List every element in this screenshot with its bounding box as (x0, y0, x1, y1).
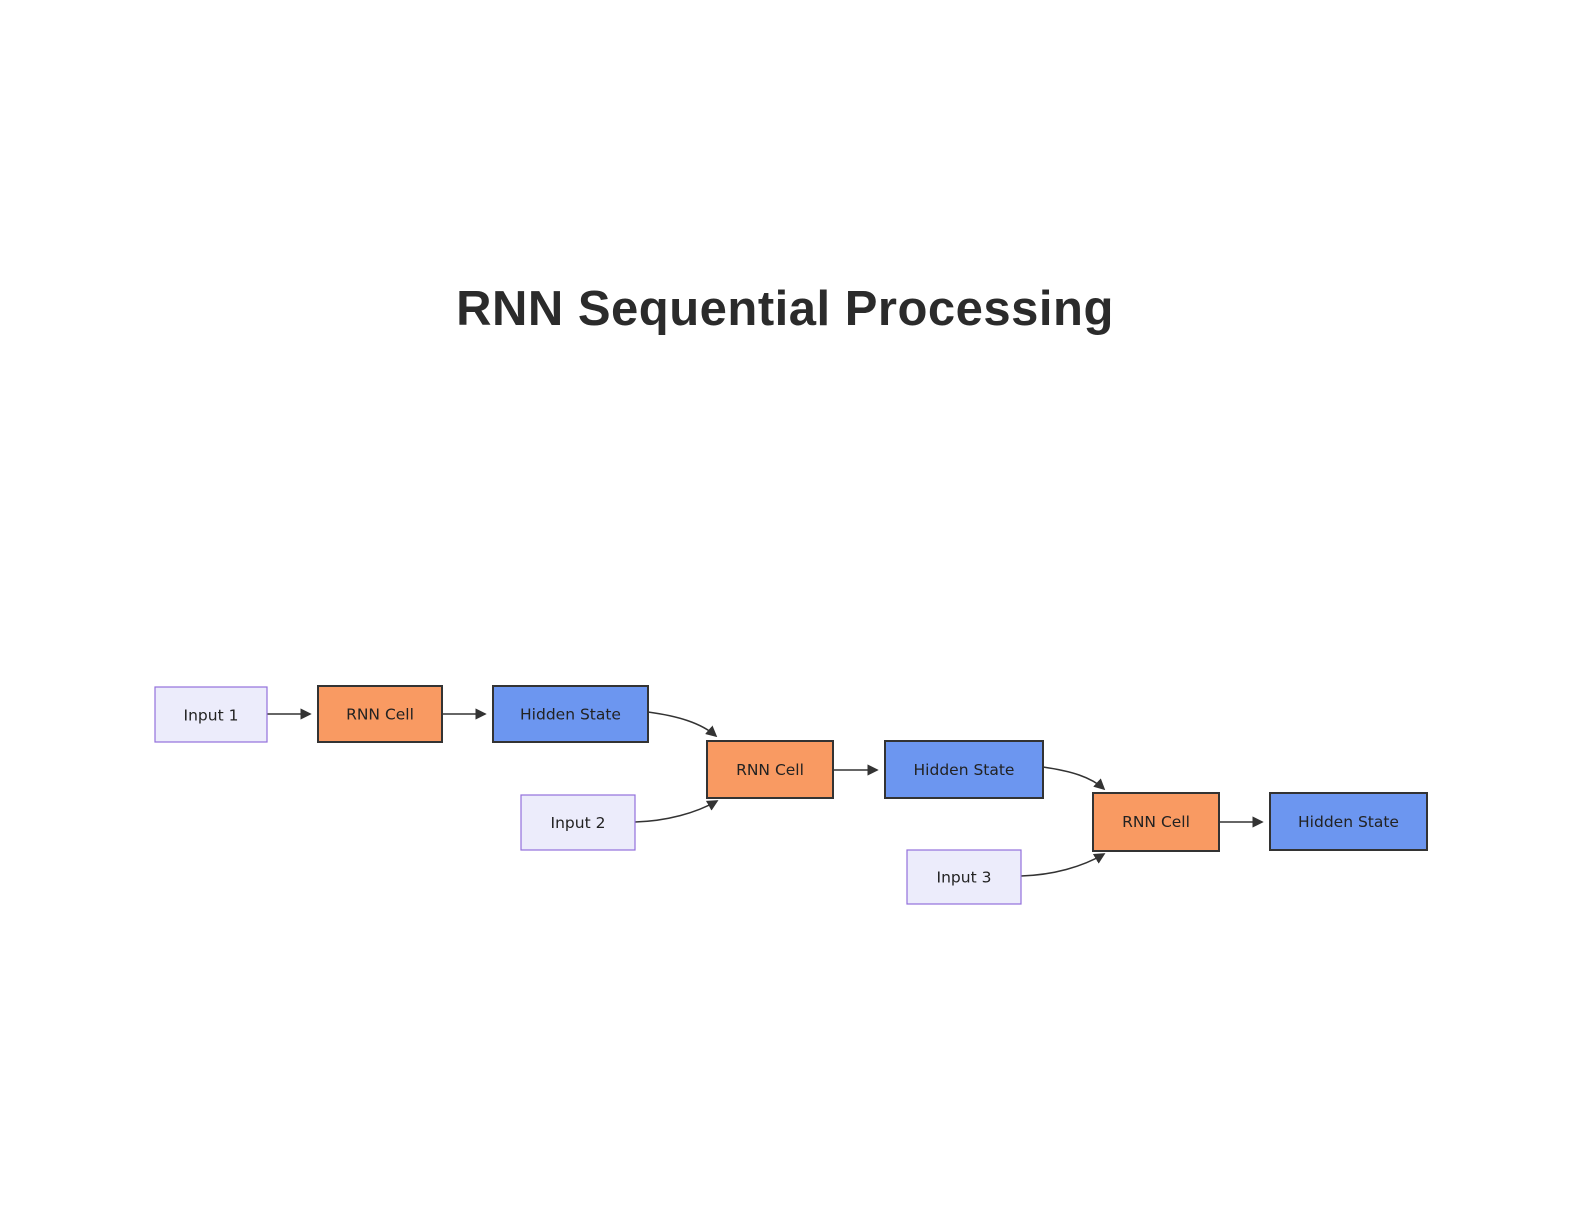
input-1-box (154, 686, 268, 743)
hidden-state-1-label: Hidden State (520, 706, 621, 724)
hidden-state-3-box (1269, 792, 1428, 851)
input-2-label: Input 2 (551, 814, 606, 832)
edge-input2-to-rnn2 (634, 800, 719, 823)
node-input-1: Input 1 (154, 686, 268, 743)
node-hidden-state-1: Hidden State (492, 685, 649, 743)
rnn-cell-1-label: RNN Cell (346, 706, 414, 724)
edge-input3-to-rnn3 (1020, 853, 1106, 877)
node-rnn-cell-1: RNN Cell (317, 685, 443, 743)
rnn-cell-3-label: RNN Cell (1122, 813, 1190, 831)
edge-hidden1-to-rnn2 (647, 711, 718, 738)
node-rnn-cell-2: RNN Cell (706, 740, 834, 799)
rnn-cell-3-box (1092, 792, 1220, 852)
hidden-state-1-box (492, 685, 649, 743)
diagram-title: RNN Sequential Processing (456, 282, 1114, 336)
input-2-box (520, 794, 636, 851)
rnn-cell-2-label: RNN Cell (736, 761, 804, 779)
rnn-cell-2-box (706, 740, 834, 799)
input-3-box (906, 849, 1022, 905)
hidden-state-2-label: Hidden State (914, 761, 1015, 779)
hidden-state-3-label: Hidden State (1298, 813, 1399, 831)
input-1-label: Input 1 (184, 707, 239, 725)
node-rnn-cell-3: RNN Cell (1092, 792, 1220, 852)
input-3-label: Input 3 (937, 869, 992, 887)
node-hidden-state-2: Hidden State (884, 740, 1044, 799)
node-hidden-state-3: Hidden State (1269, 792, 1428, 851)
node-input-2: Input 2 (520, 794, 636, 851)
edge-hidden2-to-rnn3 (1042, 766, 1106, 791)
node-input-3: Input 3 (906, 849, 1022, 905)
rnn-cell-1-box (317, 685, 443, 743)
hidden-state-2-box (884, 740, 1044, 799)
